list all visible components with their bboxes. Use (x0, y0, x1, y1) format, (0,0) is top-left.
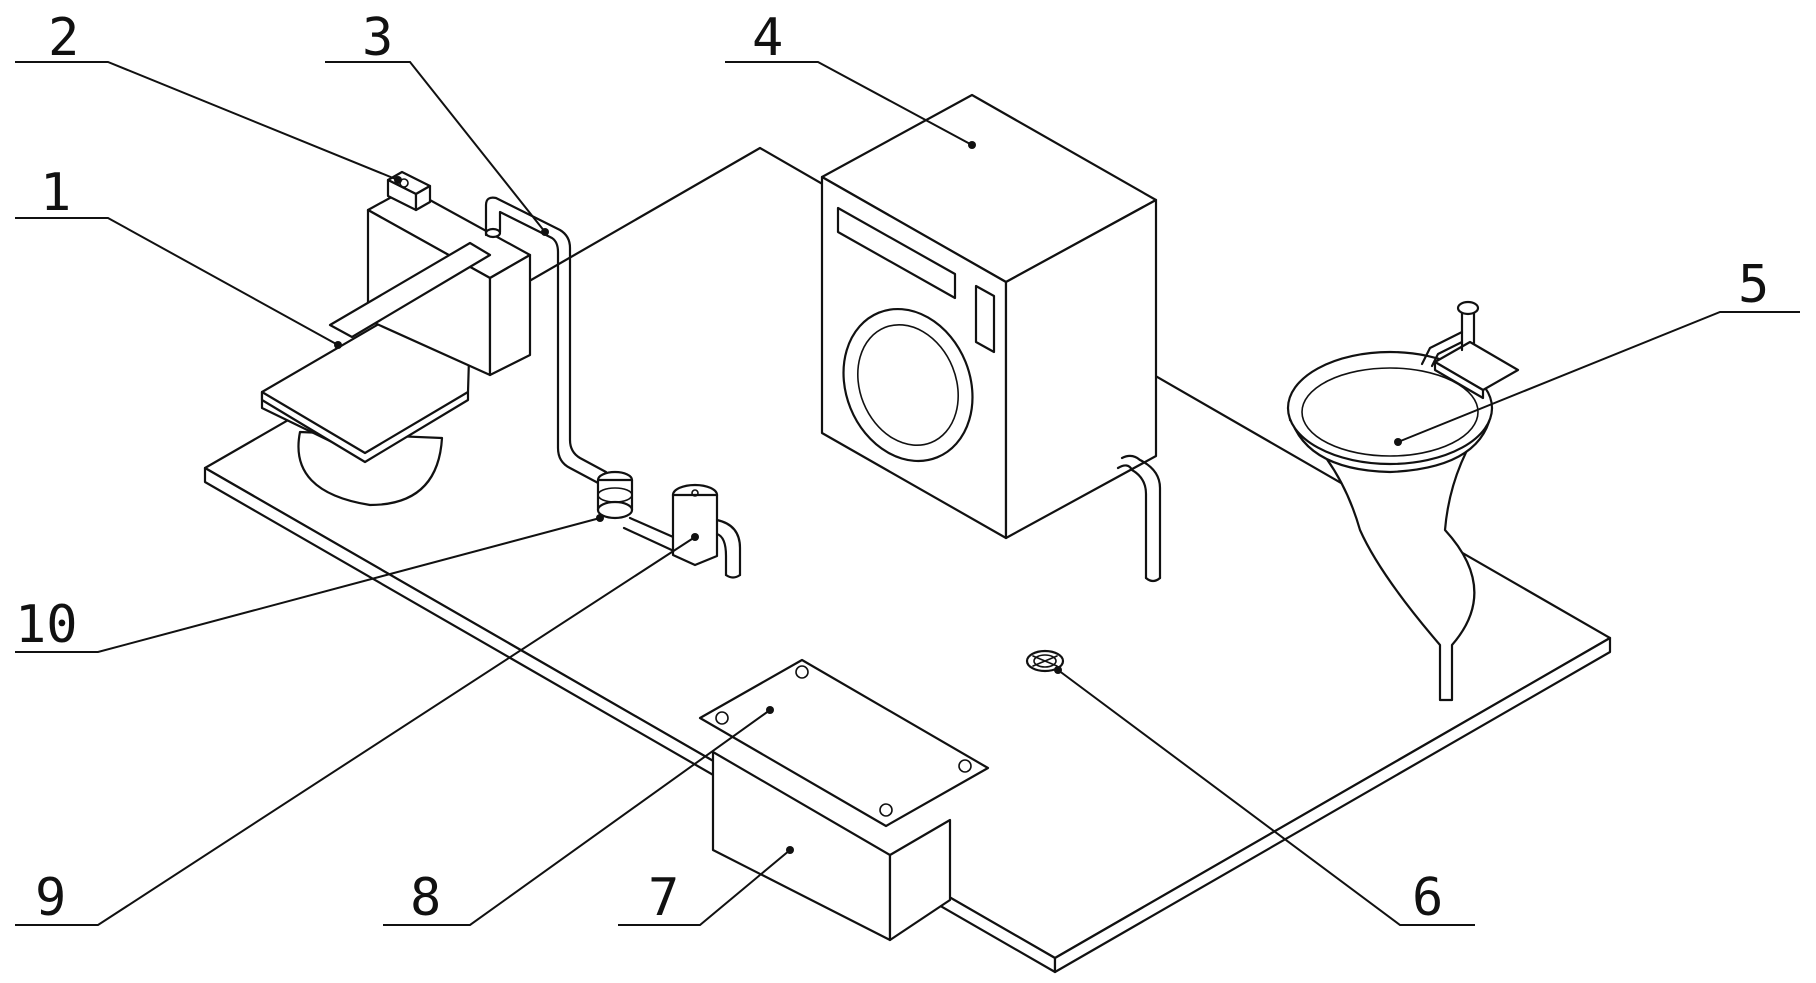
callout-4: 4 (752, 8, 783, 68)
callout-8: 8 (410, 868, 441, 928)
drain-pipe (484, 196, 608, 486)
access-cover-plate (698, 658, 990, 828)
callout-10: 10 (15, 595, 78, 655)
filter-canister (671, 483, 742, 579)
callout-9: 9 (35, 868, 66, 928)
callout-5: 5 (1738, 255, 1769, 315)
sewage-tank (711, 750, 952, 942)
callout-labels: 1 2 3 4 5 6 7 8 9 10 (15, 8, 1769, 928)
floor-slab (203, 146, 1612, 974)
callout-6: 6 (1412, 868, 1443, 928)
valve-assembly (596, 470, 682, 554)
leader-lines (15, 61, 1800, 926)
toilet (260, 186, 532, 507)
callout-2: 2 (48, 8, 79, 68)
callout-7: 7 (648, 868, 679, 928)
callout-3: 3 (362, 8, 393, 68)
callout-1: 1 (40, 163, 71, 223)
floor-drain (1025, 649, 1065, 673)
washing-machine (820, 93, 1162, 583)
